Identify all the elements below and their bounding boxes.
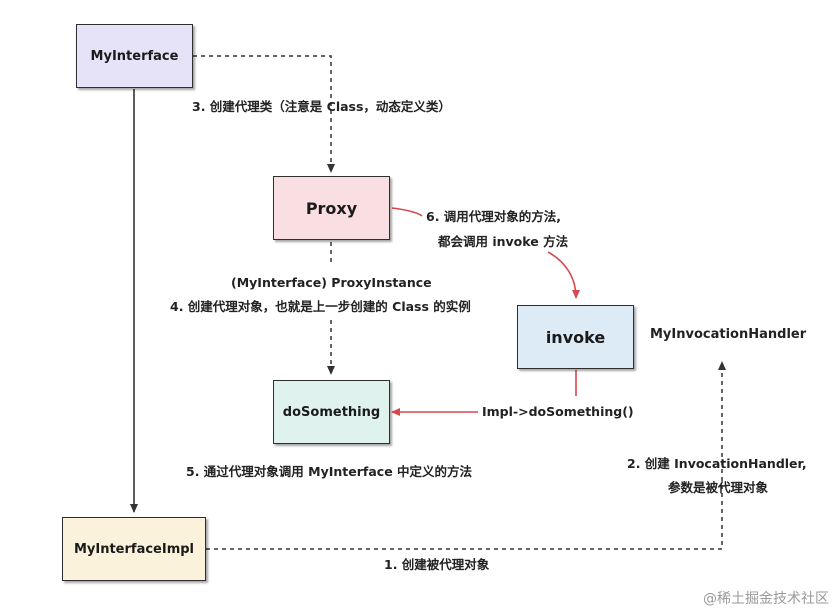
arrow-step6-lower	[547, 251, 580, 299]
label-impl-call: Impl->doSomething()	[482, 404, 634, 419]
node-invocation-handler: MyInvocationHandler	[650, 327, 807, 342]
label-step2-line1: 2. 创建 InvocationHandler,	[627, 456, 807, 471]
watermark: @稀土掘金技术社区	[703, 591, 829, 607]
node-invoke: invoke	[517, 305, 634, 369]
label-step4-line1: (MyInterface) ProxyInstance	[231, 275, 432, 290]
node-my-interface-impl: MyInterfaceImpl	[62, 517, 206, 581]
arrow-step1-step2	[206, 361, 726, 550]
node-proxy: Proxy	[273, 176, 390, 240]
label-step5: 5. 通过代理对象调用 MyInterface 中定义的方法	[186, 464, 473, 479]
arrow-step3	[193, 55, 335, 173]
label-step2-line2: 参数是被代理对象	[668, 480, 769, 495]
label-step4-line2: 4. 创建代理对象，也就是上一步创建的 Class 的实例	[170, 299, 471, 314]
arrow-step6	[391, 207, 423, 217]
label-step6-line1: 6. 调用代理对象的方法,	[426, 209, 562, 224]
node-do-something: doSomething	[273, 380, 390, 444]
label-step6-line2: 都会调用 invoke 方法	[438, 234, 569, 249]
label-step1: 1. 创建被代理对象	[384, 557, 490, 572]
label-step3: 3. 创建代理类（注意是 Class，动态定义类）	[192, 99, 451, 114]
node-my-interface: MyInterface	[76, 24, 193, 88]
arrow-impl-call	[392, 370, 577, 412]
